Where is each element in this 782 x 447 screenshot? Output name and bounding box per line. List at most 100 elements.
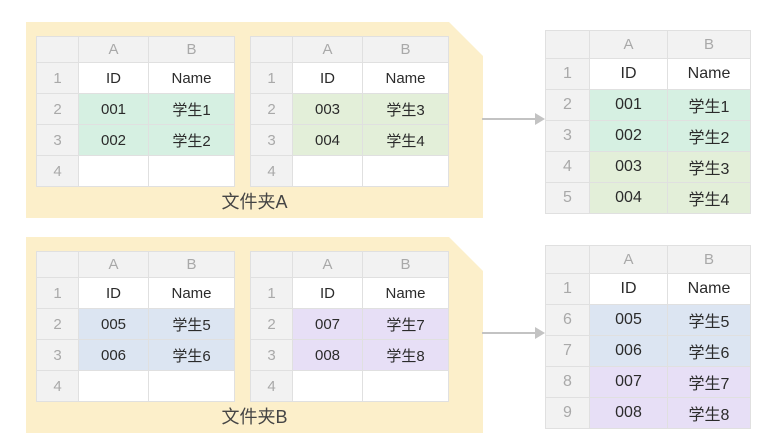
row-number: 2 — [545, 89, 590, 121]
column-header: A — [292, 36, 363, 63]
data-cell — [292, 155, 363, 187]
data-cell: 学生8 — [362, 339, 449, 371]
data-cell: 学生8 — [667, 397, 751, 429]
row-number: 3 — [36, 339, 79, 371]
data-cell: 003 — [589, 151, 668, 183]
corner-cell — [36, 36, 79, 63]
data-cell: 007 — [589, 366, 668, 398]
sheet-row: 4 — [250, 370, 449, 402]
data-cell: 学生2 — [148, 124, 235, 156]
column-header: B — [667, 245, 751, 274]
merge-arrow-b-icon — [482, 327, 545, 339]
row-number: 4 — [250, 155, 293, 187]
row-number: 4 — [250, 370, 293, 402]
data-cell: ID — [589, 58, 668, 90]
sheet-row: 4 — [250, 155, 449, 187]
data-cell: ID — [589, 273, 668, 305]
row-number: 2 — [250, 308, 293, 340]
row-number: 1 — [36, 277, 79, 309]
row-number: 6 — [545, 304, 590, 336]
column-header: A — [589, 245, 668, 274]
data-cell: 学生7 — [667, 366, 751, 398]
row-number: 3 — [250, 339, 293, 371]
data-cell: 学生3 — [667, 151, 751, 183]
data-cell: 008 — [589, 397, 668, 429]
data-cell: 008 — [292, 339, 363, 371]
data-cell: Name — [148, 62, 235, 94]
row-number: 2 — [36, 308, 79, 340]
data-cell: 004 — [589, 182, 668, 214]
data-cell: 006 — [78, 339, 149, 371]
column-header: B — [362, 36, 449, 63]
data-cell: ID — [78, 62, 149, 94]
corner-cell — [545, 30, 590, 59]
data-cell: Name — [667, 273, 751, 305]
data-cell: 学生5 — [667, 304, 751, 336]
data-cell — [148, 370, 235, 402]
row-number: 9 — [545, 397, 590, 429]
column-header: B — [148, 251, 235, 278]
data-cell: 学生1 — [667, 89, 751, 121]
row-number: 2 — [36, 93, 79, 125]
row-number: 8 — [545, 366, 590, 398]
data-cell — [78, 370, 149, 402]
data-cell: 学生1 — [148, 93, 235, 125]
row-number: 7 — [545, 335, 590, 367]
folder-a-label: 文件夹A — [221, 192, 288, 212]
column-header: A — [78, 251, 149, 278]
column-header: B — [362, 251, 449, 278]
data-cell: 学生6 — [148, 339, 235, 371]
row-number: 1 — [545, 273, 590, 305]
data-cell: 学生2 — [667, 120, 751, 152]
row-number: 4 — [36, 155, 79, 187]
data-cell: 001 — [589, 89, 668, 121]
folder-b-label: 文件夹B — [221, 407, 288, 427]
merge-arrow-a-icon — [482, 113, 545, 125]
data-cell: 学生7 — [362, 308, 449, 340]
row-number: 2 — [250, 93, 293, 125]
row-number: 3 — [545, 120, 590, 152]
row-number: 1 — [250, 277, 293, 309]
corner-cell — [250, 36, 293, 63]
row-number: 4 — [36, 370, 79, 402]
data-cell: 005 — [589, 304, 668, 336]
corner-cell — [545, 245, 590, 274]
corner-cell — [250, 251, 293, 278]
column-header: B — [148, 36, 235, 63]
data-cell: 005 — [78, 308, 149, 340]
data-cell: 学生6 — [667, 335, 751, 367]
column-header: A — [78, 36, 149, 63]
column-header: A — [589, 30, 668, 59]
data-cell — [362, 370, 449, 402]
data-cell: 学生4 — [362, 124, 449, 156]
data-cell: 学生5 — [148, 308, 235, 340]
